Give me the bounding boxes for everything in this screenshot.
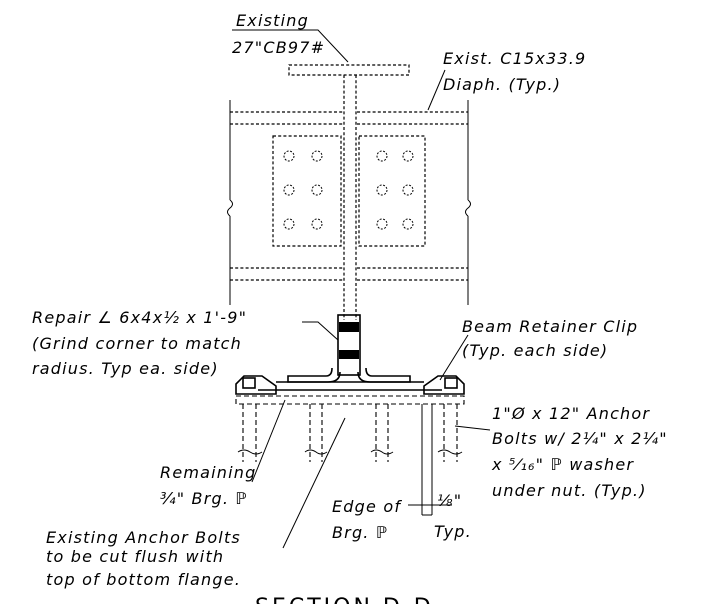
bearing-plate <box>235 395 465 405</box>
retainer-clip-right <box>423 375 465 395</box>
anchor-bolt-left <box>237 404 263 462</box>
anchor-bolts-label-4: under nut. (Typ.) <box>492 481 647 500</box>
repair-angles <box>287 314 411 383</box>
remaining-plate-label-1: Remaining <box>160 463 256 482</box>
retainer-clip-label-1: Beam Retainer Clip <box>462 317 638 336</box>
girder-label-2: 27"CB97# <box>232 38 325 57</box>
existing-anchor-bolts <box>304 404 394 462</box>
retainer-clip-left <box>235 375 277 395</box>
dimension-label-1: ⅛" <box>437 491 462 510</box>
diaphragm-right <box>357 100 471 305</box>
diaphragm-label-2: Diaph. (Typ.) <box>443 75 561 94</box>
edge-of-plate-label-1: Edge of <box>332 497 402 516</box>
section-title: SECTION D-D <box>255 595 434 604</box>
leader-lines <box>232 29 491 549</box>
remaining-plate-label-2: ¾" Brg. ℙ <box>160 489 248 508</box>
dimension-label-2: Typ. <box>434 522 472 541</box>
anchor-bolts-label-1: 1"Ø x 12" Anchor <box>492 404 650 423</box>
connection-plate-right <box>358 135 426 247</box>
edge-of-plate-label-2: Brg. ℙ <box>332 523 388 542</box>
repair-angle-label-2: (Grind corner to match <box>32 334 242 353</box>
girder-web <box>343 75 357 320</box>
repair-angle-label-3: radius. Typ ea. side) <box>32 359 219 378</box>
bottom-flange <box>258 381 442 391</box>
existing-bolts-label-2: to be cut flush with <box>46 547 224 566</box>
existing-bolts-label-1: Existing Anchor Bolts <box>46 528 241 547</box>
connection-plate-left <box>272 135 342 247</box>
girder-top-flange <box>288 64 410 76</box>
diaphragm-left <box>227 100 343 305</box>
repair-angle-label-1: Repair ∠ 6x4x½ x 1'-9" <box>32 308 247 327</box>
anchor-bolts-label-2: Bolts w/ 2¼" x 2¼" <box>492 429 668 448</box>
diaphragm-label-1: Exist. C15x33.9 <box>443 49 586 68</box>
anchor-bolts-label-3: x ⁵⁄₁₆" ℙ washer <box>491 455 634 474</box>
anchor-bolt-right <box>437 404 463 462</box>
retainer-clip-label-2: (Typ. each side) <box>462 341 608 360</box>
existing-bolts-label-3: top of bottom flange. <box>46 570 241 589</box>
girder-label-1: Existing <box>236 11 309 30</box>
